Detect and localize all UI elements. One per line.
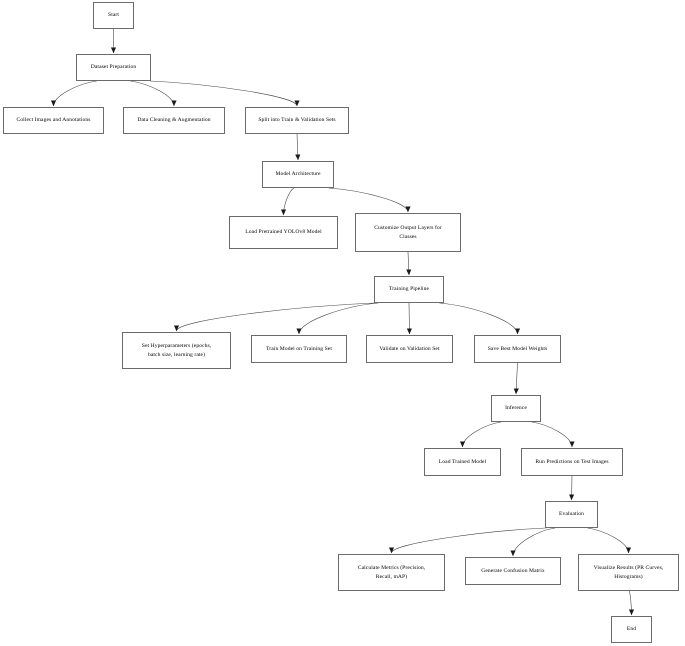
edge-customize-to-training [406, 251, 412, 276]
node-dataset_prep[interactable]: Dataset Preparation [76, 54, 151, 81]
node-label-inference: Inference [505, 405, 527, 412]
node-label-pretrained: Load Pretrained YOLOv8 Model [245, 229, 322, 236]
edge-run_pred-to-evaluation [569, 475, 575, 501]
node-label-save_weights: Save Best Model Weights [487, 345, 548, 352]
node-confusion[interactable]: Generate Confusion Matrix [465, 557, 561, 585]
node-training[interactable]: Training Pipeline [374, 276, 444, 303]
edge-model_arch-to-pretrained [280, 187, 295, 216]
node-load_trained[interactable]: Load Trained Model [424, 448, 501, 476]
node-label-metrics: Calculate Metrics (Precision, Recall, mA… [357, 565, 426, 580]
node-model_arch[interactable]: Model Architecture [262, 161, 334, 188]
node-label-evaluation: Evaluation [558, 511, 585, 518]
node-validate[interactable]: Validate on Validation Set [366, 335, 453, 363]
node-end[interactable]: End [611, 616, 652, 643]
edge-evaluation-to-confusion [510, 527, 556, 557]
edge-dataset_prep-to-split [149, 80, 300, 107]
node-cleaning[interactable]: Data Cleaning & Augmentation [123, 107, 225, 134]
edge-evaluation-to-visualize [587, 527, 632, 554]
node-label-start: Start [108, 12, 119, 19]
node-label-visualize: Visualize Results (PR Curves, Histograms… [593, 565, 664, 580]
edge-inference-to-run_pred [531, 421, 575, 448]
node-label-run_pred: Run Predictions on Test Images [535, 458, 609, 465]
node-run_pred[interactable]: Run Predictions on Test Images [521, 448, 623, 476]
edge-training-to-hyperparams [173, 302, 376, 332]
node-label-dataset_prep: Dataset Preparation [90, 64, 137, 71]
edge-split-to-model_arch [295, 133, 301, 161]
node-label-load_trained: Load Trained Model [438, 458, 487, 465]
node-start[interactable]: Start [93, 2, 134, 29]
node-label-validate: Validate on Validation Set [379, 345, 440, 352]
node-label-confusion: Generate Confusion Matrix [481, 567, 545, 574]
edge-visualize-to-end [628, 590, 635, 616]
node-visualize[interactable]: Visualize Results (PR Curves, Histograms… [578, 554, 679, 591]
edge-dataset_prep-to-collect [50, 80, 97, 107]
edge-dataset_prep-to-cleaning [130, 80, 177, 107]
node-inference[interactable]: Inference [491, 395, 541, 422]
edge-training-to-train_model [296, 302, 379, 335]
node-label-model_arch: Model Architecture [275, 171, 321, 178]
node-evaluation[interactable]: Evaluation [545, 501, 598, 528]
node-collect[interactable]: Collect Images and Annotations [3, 107, 104, 134]
edge-training-to-validate [406, 302, 413, 335]
node-label-end: End [626, 626, 637, 633]
node-train_model[interactable]: Train Model on Training Set [251, 335, 347, 363]
node-label-collect: Collect Images and Annotations [16, 117, 91, 124]
node-pretrained[interactable]: Load Pretrained YOLOv8 Model [229, 216, 338, 249]
edge-model_arch-to-customize [328, 187, 411, 213]
node-label-split: Split into Train & Validation Sets [258, 117, 336, 124]
edge-evaluation-to-metrics [388, 527, 547, 554]
node-hyperparams[interactable]: Set Hyperparameters (epochs, batch size,… [122, 332, 231, 369]
node-label-customize: Customize Output Layers for Classes [374, 225, 442, 240]
node-metrics[interactable]: Calculate Metrics (Precision, Recall, mA… [338, 554, 445, 591]
node-label-train_model: Train Model on Training Set [266, 345, 332, 352]
edge-inference-to-load_trained [459, 421, 502, 448]
edge-save_weights-to-inference [513, 362, 519, 395]
node-customize[interactable]: Customize Output Layers for Classes [355, 213, 461, 252]
node-label-hyperparams: Set Hyperparameters (epochs, batch size,… [141, 343, 212, 358]
edge-training-to-save_weights [439, 302, 521, 335]
node-label-cleaning: Data Cleaning & Augmentation [137, 117, 211, 124]
node-split[interactable]: Split into Train & Validation Sets [245, 107, 349, 134]
node-label-training: Training Pipeline [388, 286, 430, 293]
node-save_weights[interactable]: Save Best Model Weights [474, 335, 561, 363]
